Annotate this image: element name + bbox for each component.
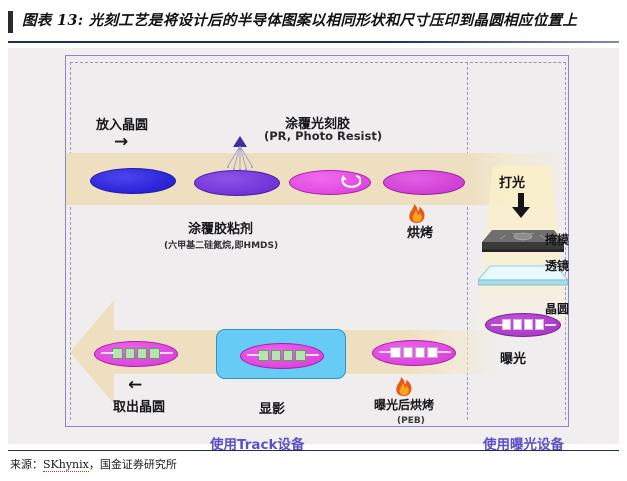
label-photomask: 掩模 — [545, 233, 570, 247]
wafer-surface — [90, 168, 176, 194]
flame-icon — [409, 204, 425, 223]
wafer-pattern-bar — [246, 354, 261, 357]
wafer-patterned-unload — [94, 341, 178, 373]
source-prefix: 来源： — [10, 458, 43, 471]
wafer-surface — [289, 170, 371, 195]
wafer-die-pattern — [112, 347, 160, 360]
spray-droplets-icon — [227, 146, 253, 170]
wafer-purple-hmds — [194, 170, 280, 201]
step-sublabel-photoresist-coat: (PR, Photo Resist) — [264, 129, 383, 143]
wafer-die-pattern — [390, 346, 438, 359]
label-illumination: 打光 — [499, 176, 526, 191]
wafer-patterned-peb — [372, 340, 456, 372]
page-title: 图表 13: 光刻工艺是将设计后的半导体图案以相同形状和尺寸压印到晶圆相应位置上 — [22, 12, 578, 29]
step-label-hmds-coat: 涂覆胶粘剂 — [188, 222, 254, 237]
step-label-unload-wafer: 取出晶圆 — [113, 400, 166, 415]
wafer-patterned-developing — [240, 343, 324, 375]
step-label-load-wafer: 放入晶圆 — [96, 118, 149, 133]
wafer-die-pattern — [501, 319, 545, 330]
left-arrow-icon: ← — [128, 375, 143, 395]
nozzle-tip — [233, 136, 247, 147]
title-accent-mark — [8, 11, 13, 33]
wafer-pattern-bar — [491, 323, 504, 326]
label-lens: 透镜 — [545, 259, 570, 273]
photomask-plate — [482, 230, 564, 252]
source-org-research: ，国金证券研究所 — [88, 458, 177, 471]
wafer-pattern-bar — [545, 323, 557, 326]
figure-title-bar: 图表 13: 光刻工艺是将设计后的半导体图案以相同形状和尺寸压印到晶圆相应位置上 — [0, 0, 627, 46]
exposure-equipment-zone — [470, 62, 566, 420]
figure-canvas: 放入晶圆 → 涂覆光刻胶 (PR, Photo Resist) 涂覆胶粘剂 (六… — [8, 48, 619, 453]
zone-label-exposure: 使用曝光设备 — [483, 437, 564, 453]
step-label-soft-bake: 烘烤 — [407, 226, 434, 241]
source-org-skhynix: SKhynix — [43, 458, 89, 472]
wafer-pattern-bar — [306, 354, 319, 357]
title-divider — [8, 41, 619, 43]
step-label-exposure: 曝光 — [500, 352, 527, 367]
wafer-pattern-bar — [160, 352, 173, 355]
lens-plate — [478, 265, 568, 286]
source-divider — [8, 450, 619, 451]
wafer-pattern-bar — [100, 352, 115, 355]
wafer-pink-photoresist — [289, 170, 371, 200]
step-label-photoresist-coat: 涂覆光刻胶 — [285, 117, 351, 132]
step-label-post-exposure-bake: 曝光后烘烤 — [374, 398, 435, 412]
wafer-pattern-bar — [438, 351, 451, 354]
zone-label-track: 使用Track设备 — [210, 437, 305, 453]
wafer-blue-loaded — [90, 168, 176, 199]
right-arrow-icon: → — [114, 132, 129, 152]
label-wafer: 晶圆 — [545, 302, 570, 316]
down-arrow-icon — [512, 193, 530, 218]
wafer-surface — [194, 170, 280, 196]
source-note: 来源：SKhynix，国金证券研究所 — [10, 456, 177, 472]
step-sublabel-post-exposure-bake: (PEB) — [397, 416, 425, 426]
wafer-surface — [383, 170, 465, 195]
track-equipment-zone — [70, 62, 468, 420]
step-label-develop: 显影 — [259, 402, 286, 417]
wafer-pink-softbake — [383, 170, 465, 200]
spray-nozzle-icon — [223, 136, 257, 170]
flame-icon — [396, 377, 412, 396]
spin-arrow-icon — [341, 174, 361, 188]
wafer-die-pattern — [258, 349, 306, 362]
step-sublabel-hmds-coat: (六甲基二硅氮烷,即HMDS) — [164, 241, 279, 251]
wafer-pattern-bar — [378, 351, 393, 354]
